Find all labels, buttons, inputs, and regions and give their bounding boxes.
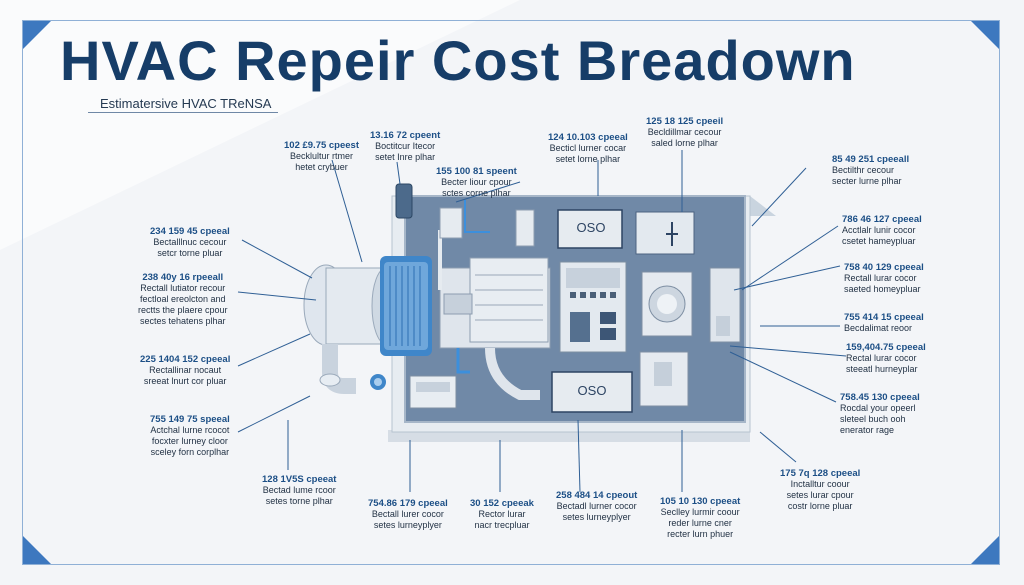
thermostat-sensor-illustration [395, 183, 413, 219]
page-subtitle: Estimatersive HVAC TReNSA [100, 96, 272, 111]
corner-top-left [22, 20, 52, 50]
display-text-bottom: OSO [577, 383, 607, 398]
corner-top-right [970, 20, 1000, 50]
display-text-top: OSO [576, 220, 606, 235]
air-handler-illustration [639, 267, 741, 407]
corner-bottom-right [970, 535, 1000, 565]
blower-motor-illustration [303, 256, 432, 394]
corner-bottom-left [22, 535, 52, 565]
subtitle-underline [88, 112, 278, 113]
leader-lines [237, 150, 847, 493]
display-panel-top [557, 209, 623, 249]
control-board-illustration [559, 261, 627, 353]
display-panel-bottom [551, 371, 633, 413]
valve-panel-illustration [635, 211, 695, 255]
page-title: HVAC Repeir Cost Breadown [60, 29, 856, 92]
compressor-illustration [438, 200, 551, 400]
frame-border [22, 20, 1000, 565]
